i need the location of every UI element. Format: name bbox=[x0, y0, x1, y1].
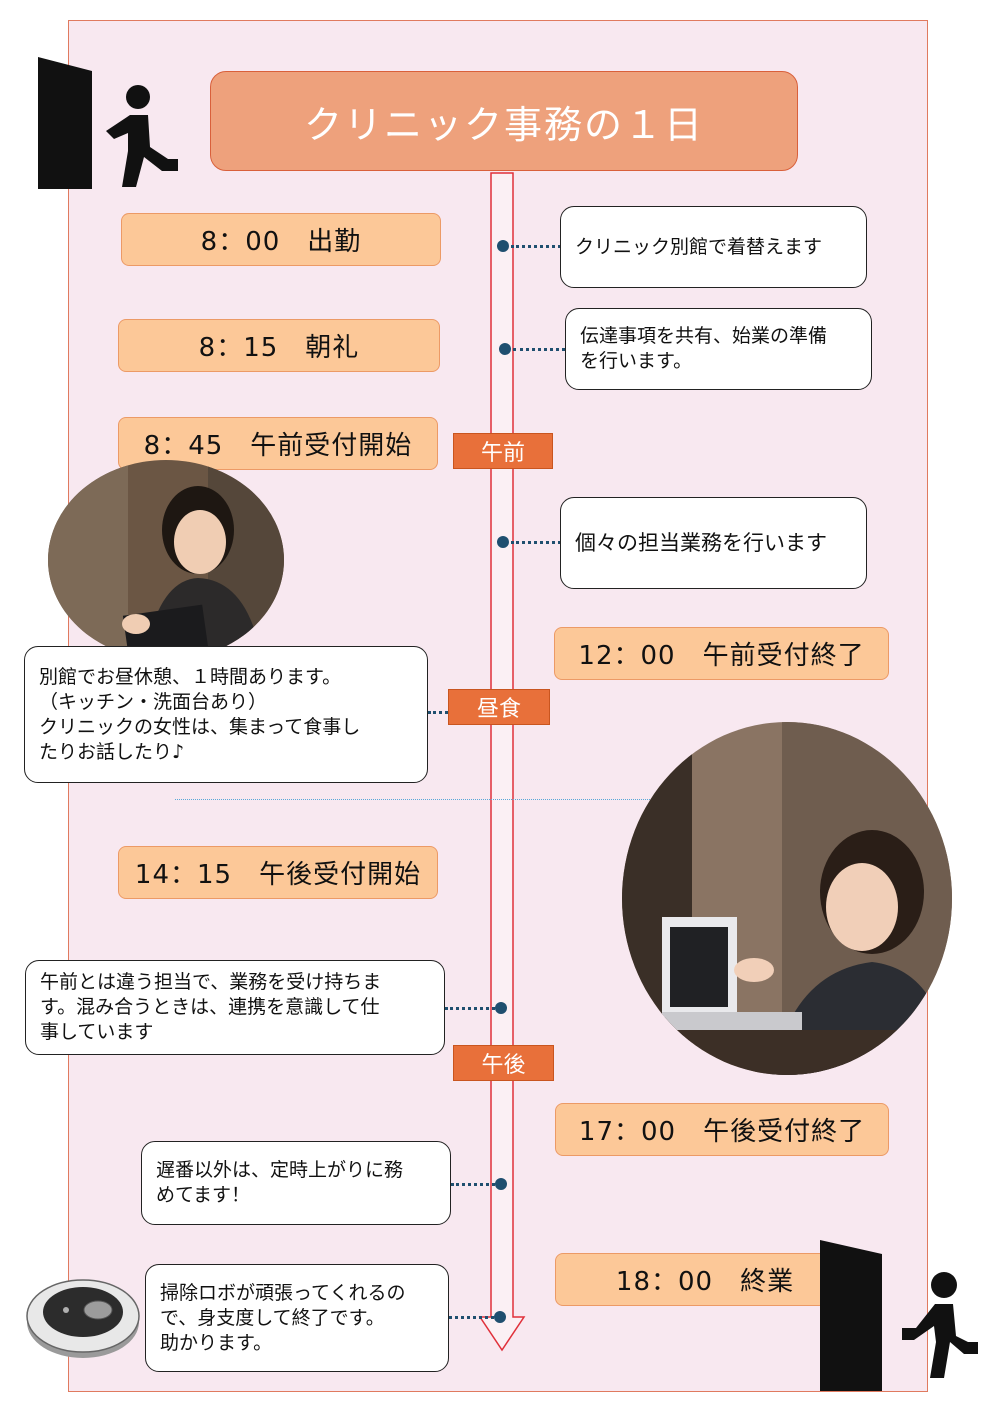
connector-dot bbox=[495, 1002, 507, 1014]
time-1200: 12：00 午前受付終了 bbox=[554, 627, 889, 680]
time-0815: 8：15 朝礼 bbox=[118, 319, 440, 372]
arrive-icon bbox=[36, 55, 186, 195]
note-morning-meeting: 伝達事項を共有、始業の準備 を行います。 bbox=[565, 308, 872, 390]
connector-line bbox=[451, 1183, 495, 1186]
connector-line bbox=[511, 541, 561, 544]
connector-dot bbox=[497, 240, 509, 252]
note-text: 午前とは違う担当で、業務を受け持ちま す。混み合うときは、連携を意識して仕 事し… bbox=[40, 971, 382, 1043]
time-0845: 8：45 午前受付開始 bbox=[118, 417, 438, 470]
note-text: 掃除ロボが頑張ってくれるの で、身支度して終了です。 助かります。 bbox=[160, 1281, 406, 1354]
section-morning: 午前 bbox=[453, 433, 553, 469]
note-tasks: 個々の担当業務を行います bbox=[560, 497, 867, 589]
time-1415: 14：15 午後受付開始 bbox=[118, 846, 438, 899]
time-1700: 17：00 午後受付終了 bbox=[555, 1103, 889, 1156]
note-end-of-shift: 遅番以外は、定時上がりに務 めてます！ bbox=[141, 1141, 451, 1225]
connector-dot bbox=[495, 1178, 507, 1190]
robot-vacuum-icon bbox=[24, 1270, 142, 1362]
note-lunch: 別館でお昼休憩、１時間あります。 （キッチン・洗面台あり） クリニックの女性は、… bbox=[24, 646, 428, 783]
note-text: 遅番以外は、定時上がりに務 めてます！ bbox=[156, 1159, 404, 1206]
connector-line bbox=[449, 1316, 494, 1319]
section-afternoon: 午後 bbox=[453, 1045, 554, 1081]
staff-photo-laptop bbox=[622, 722, 952, 1075]
page-title: クリニック事務の１日 bbox=[210, 71, 798, 171]
connector-line bbox=[511, 245, 561, 248]
note-text: 個々の担当業務を行います bbox=[575, 530, 827, 555]
note-afternoon: 午前とは違う担当で、業務を受け持ちま す。混み合うときは、連携を意識して仕 事し… bbox=[25, 960, 445, 1055]
section-lunch: 昼食 bbox=[448, 689, 550, 725]
connector-dot bbox=[497, 536, 509, 548]
leave-icon bbox=[818, 1238, 990, 1393]
note-change-clothes: クリニック別館で着替えます bbox=[560, 206, 867, 288]
staff-photo-tablet bbox=[48, 460, 284, 660]
time-0800: 8：00 出勤 bbox=[121, 213, 441, 266]
note-text: 伝達事項を共有、始業の準備 を行います。 bbox=[580, 325, 828, 372]
connector-dot bbox=[499, 343, 511, 355]
connector-line bbox=[513, 348, 565, 351]
connector-line bbox=[445, 1007, 495, 1010]
note-robot: 掃除ロボが頑張ってくれるの で、身支度して終了です。 助かります。 bbox=[145, 1264, 449, 1372]
time-1800: 18：00 終業 bbox=[555, 1253, 855, 1306]
connector-dot bbox=[494, 1311, 506, 1323]
section-divider bbox=[175, 799, 830, 800]
note-text: 別館でお昼休憩、１時間あります。 （キッチン・洗面台あり） クリニックの女性は、… bbox=[39, 665, 361, 763]
connector-line bbox=[428, 711, 448, 714]
note-text: クリニック別館で着替えます bbox=[575, 235, 823, 258]
